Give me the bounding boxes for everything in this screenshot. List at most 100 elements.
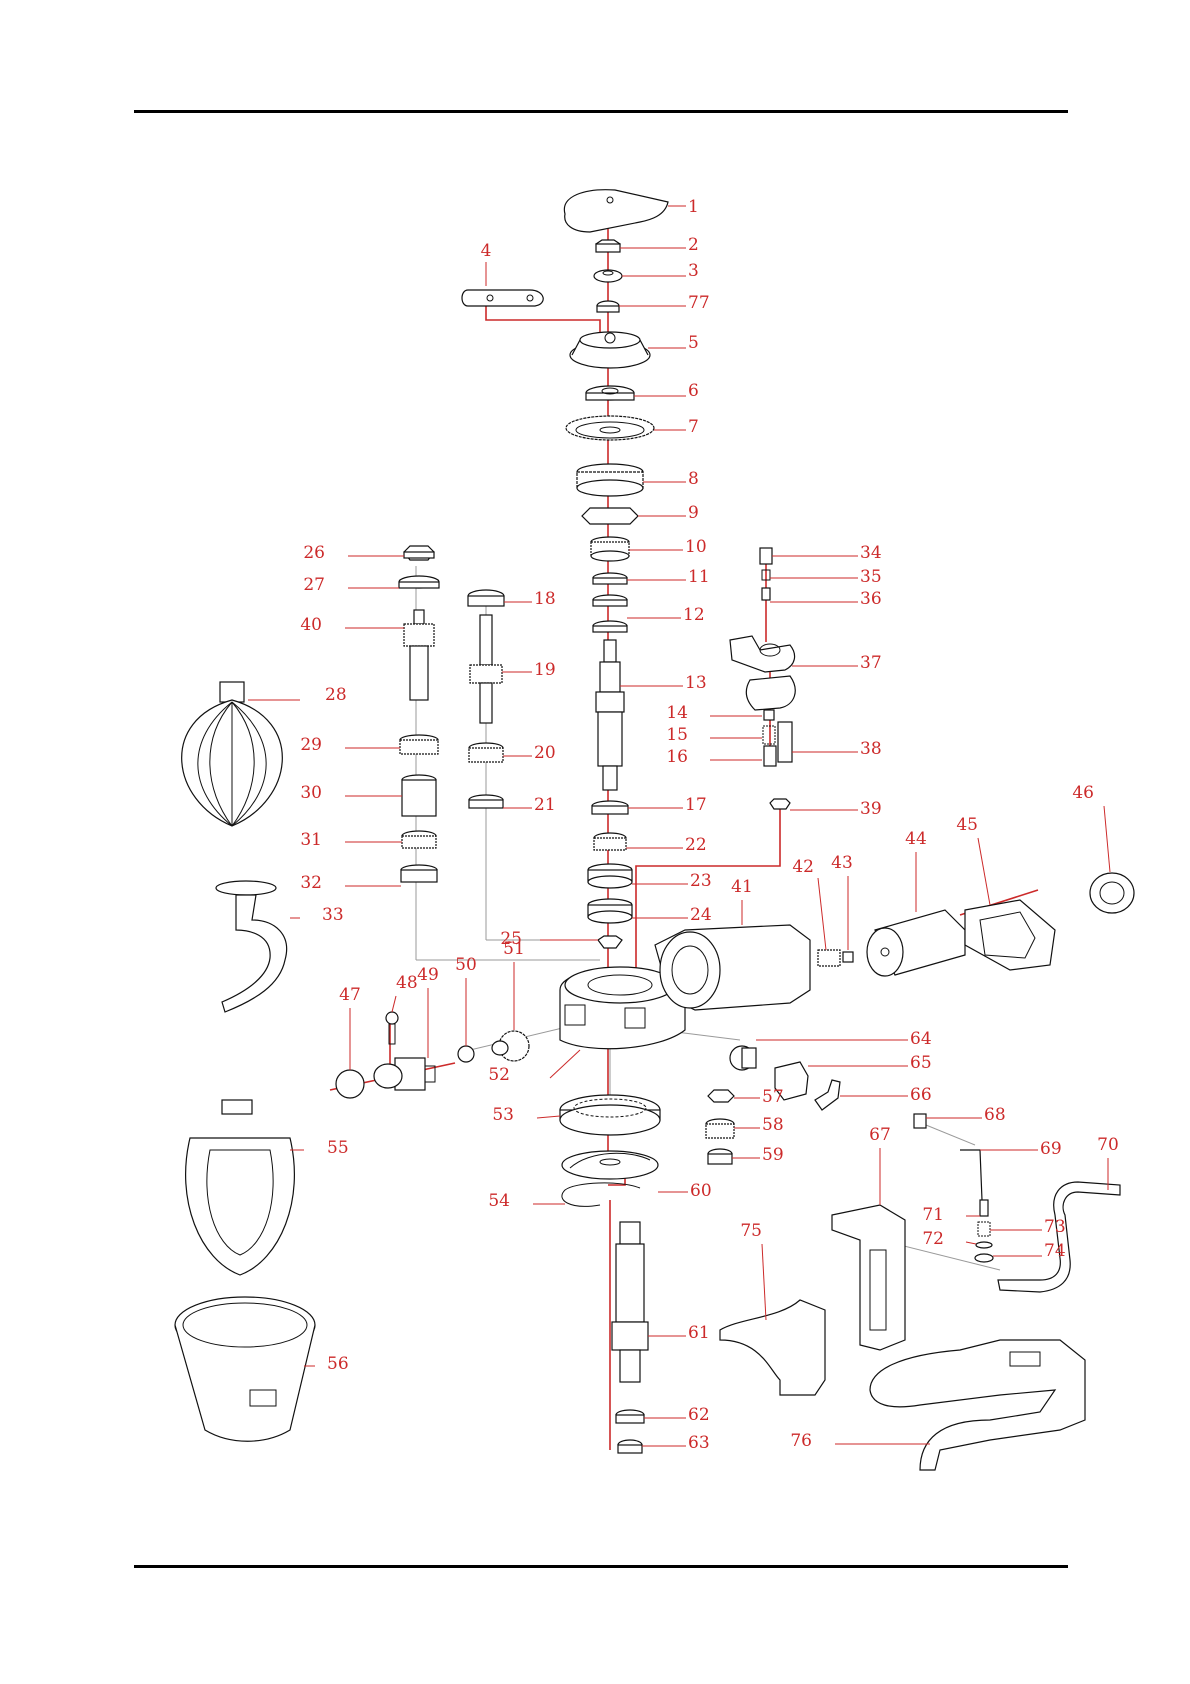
part-7-bevel-gear [566,416,654,440]
part-57-nut [708,1090,734,1102]
part-label-53: 53 [492,1105,514,1125]
part-label-72: 72 [922,1229,944,1249]
part-label-74: 74 [1044,1241,1066,1261]
part-67-lift-column [832,1205,905,1350]
part-label-11: 11 [688,567,710,587]
part-label-55: 55 [327,1138,349,1158]
part-9-coupling [582,508,638,524]
part-19-gear-shaft [470,615,502,723]
part-38-sleeve [778,722,792,762]
part-2-nut [596,240,620,252]
part-60-disc [562,1151,658,1179]
part-23-bearing [588,864,632,888]
part-label-10: 10 [685,537,707,557]
part-label-26: 26 [303,543,325,563]
part-29-gear [400,735,438,754]
part-14-pin [764,710,774,720]
part-76-bowl-arm [870,1340,1085,1470]
part-34-screw [760,548,772,564]
part-31-gear [402,831,436,848]
part-18-bearing [468,590,504,606]
part-3-washer [594,270,622,282]
part-12-bearing [593,595,627,632]
part-16-screw [764,746,776,766]
part-label-49: 49 [417,965,439,985]
part-47-knob [336,1070,364,1098]
part-28-whisk [182,682,283,826]
part-label-15: 15 [666,725,688,745]
part-50-washer [458,1046,474,1062]
part-68-pin [914,1114,926,1128]
part-label-66: 66 [910,1085,932,1105]
part-callouts: 1234567891011121314151617181920212223242… [248,197,1119,1453]
part-51-gear [492,1031,529,1061]
part-label-76: 76 [790,1431,812,1451]
part-label-40: 40 [300,615,322,635]
part-label-13: 13 [685,673,707,693]
part-40-pinion-shaft [404,610,434,700]
part-label-20: 20 [534,743,556,763]
part-32-bearing [401,865,437,882]
part-53-ring-gear [560,1095,660,1135]
part-45-motor-flange [965,900,1055,970]
part-label-32: 32 [300,873,322,893]
part-label-41: 41 [731,877,753,897]
leader-line-48 [392,996,396,1012]
part-15-spring [763,726,775,744]
part-6-ring [586,386,634,400]
part-label-36: 36 [860,589,882,609]
part-26-nut [404,546,434,560]
part-label-61: 61 [688,1323,710,1343]
part-73-spring [978,1222,990,1236]
part-74-nut [975,1254,993,1262]
part-42-worm-screw [818,950,840,966]
part-label-12: 12 [683,605,705,625]
part-58-gear [706,1119,734,1138]
part-24-bearing [588,899,632,923]
part-label-67: 67 [869,1125,891,1145]
part-label-33: 33 [322,905,344,925]
part-label-16: 16 [666,747,688,767]
part-label-62: 62 [688,1405,710,1425]
part-46-seal-ring [1090,873,1134,913]
part-13-main-shaft [596,640,624,790]
part-49-bracket [374,1058,435,1090]
leader-line-75 [762,1244,766,1320]
part-10-gear [591,537,629,561]
part-label-28: 28 [325,685,347,705]
part-61-output-shaft [612,1222,648,1382]
part-56-mixing-bowl [175,1297,315,1441]
part-label-64: 64 [910,1029,932,1049]
part-8-gear [577,464,643,496]
part-label-42: 42 [792,857,814,877]
part-label-18: 18 [534,589,556,609]
part-label-54: 54 [488,1191,510,1211]
part-54-snap-ring [562,1183,640,1206]
part-label-23: 23 [690,871,712,891]
part-label-9: 9 [688,503,699,523]
part-label-38: 38 [860,739,882,759]
part-label-56: 56 [327,1354,349,1374]
part-72-washer [976,1242,992,1248]
part-label-68: 68 [984,1105,1006,1125]
part-77-bushing [597,301,619,312]
part-44-motor [867,910,965,976]
part-label-45: 45 [956,815,978,835]
part-label-51: 51 [503,939,525,959]
part-label-58: 58 [762,1115,784,1135]
part-label-7: 7 [688,417,699,437]
part-label-30: 30 [300,783,322,803]
part-label-19: 19 [534,660,556,680]
part-62-bushing [616,1410,644,1423]
part-48-screw [386,1012,398,1044]
part-label-14: 14 [666,703,688,723]
part-59-bushing [708,1149,732,1164]
part-21-bearing [469,795,503,808]
part-label-57: 57 [762,1087,784,1107]
part-30-sleeve [402,775,436,816]
part-label-17: 17 [685,795,707,815]
part-label-27: 27 [303,575,325,595]
part-label-60: 60 [690,1181,712,1201]
